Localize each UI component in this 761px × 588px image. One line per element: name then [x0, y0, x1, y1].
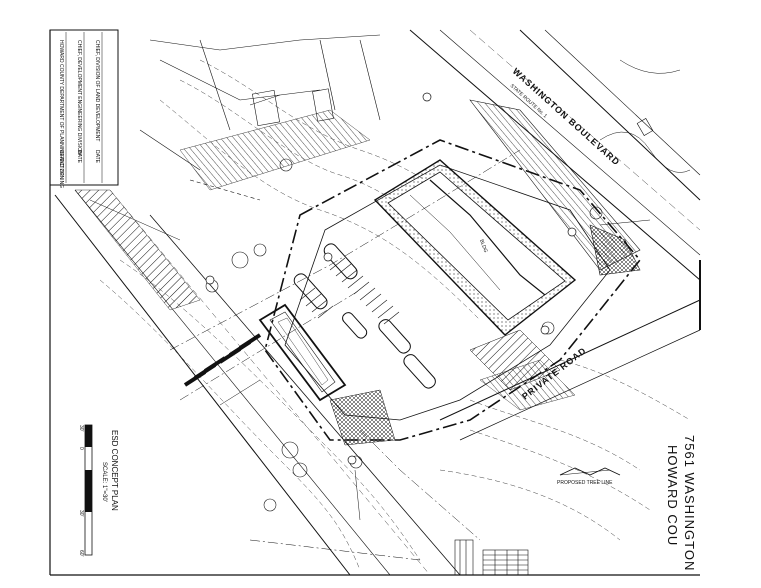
title-county: HOWARD COU	[665, 445, 680, 546]
bioretention-facility	[258, 303, 347, 402]
approval-line-6: DATE	[94, 150, 100, 164]
washington-boulevard	[409, 29, 701, 281]
scale-block: ESD CONCEPT PLAN SCALE: 1"=30' 30' 0 30'…	[78, 424, 119, 557]
legend-tree-line: PROPOSED TREE LINE	[557, 467, 621, 486]
tree-symbols	[205, 158, 603, 512]
adjacent-parcels	[139, 34, 381, 201]
title-address: 7561 WASHINGTON	[682, 435, 697, 571]
scale-tick-4: 60'	[78, 550, 84, 557]
sheet-border	[49, 30, 700, 576]
approval-line-3: CHIEF, DEVELOPMENT ENGINEERING DIVISION	[76, 40, 82, 155]
approval-line-5: CHIEF, DIVISION OF LAND DEVELOPMENT	[94, 40, 100, 141]
approval-line-1: HOWARD COUNTY DEPARTMENT OF PLANNING AND…	[58, 40, 64, 188]
private-road	[439, 299, 701, 441]
utility-lines	[169, 149, 521, 561]
approval-line-4: DATE	[76, 150, 82, 164]
scale-tick-1: 30'	[78, 425, 84, 432]
legend-tree-line-label: PROPOSED TREE LINE	[557, 480, 613, 486]
scale-title: ESD CONCEPT PLAN	[110, 430, 119, 511]
parking-stalls	[299, 257, 400, 325]
western-roadway	[54, 189, 461, 576]
grid-markers	[205, 92, 577, 465]
title-block: 7561 WASHINGTON HOWARD COU	[665, 260, 701, 571]
approval-line-2: DIRECTOR	[58, 150, 64, 176]
scale-tick-3: 30'	[78, 510, 84, 517]
western-hatch-band	[74, 109, 371, 311]
entrance-stripes	[183, 333, 262, 387]
approval-block: HOWARD COUNTY DEPARTMENT OF PLANNING AND…	[49, 29, 119, 188]
building-footprint: BLDG	[373, 159, 577, 336]
data-table	[454, 539, 529, 576]
scale-text: SCALE: 1"=30'	[101, 462, 107, 502]
building-note: BLDG	[478, 239, 488, 254]
frontage-hatch-band	[469, 99, 641, 276]
scale-tick-2: 0	[78, 447, 84, 450]
